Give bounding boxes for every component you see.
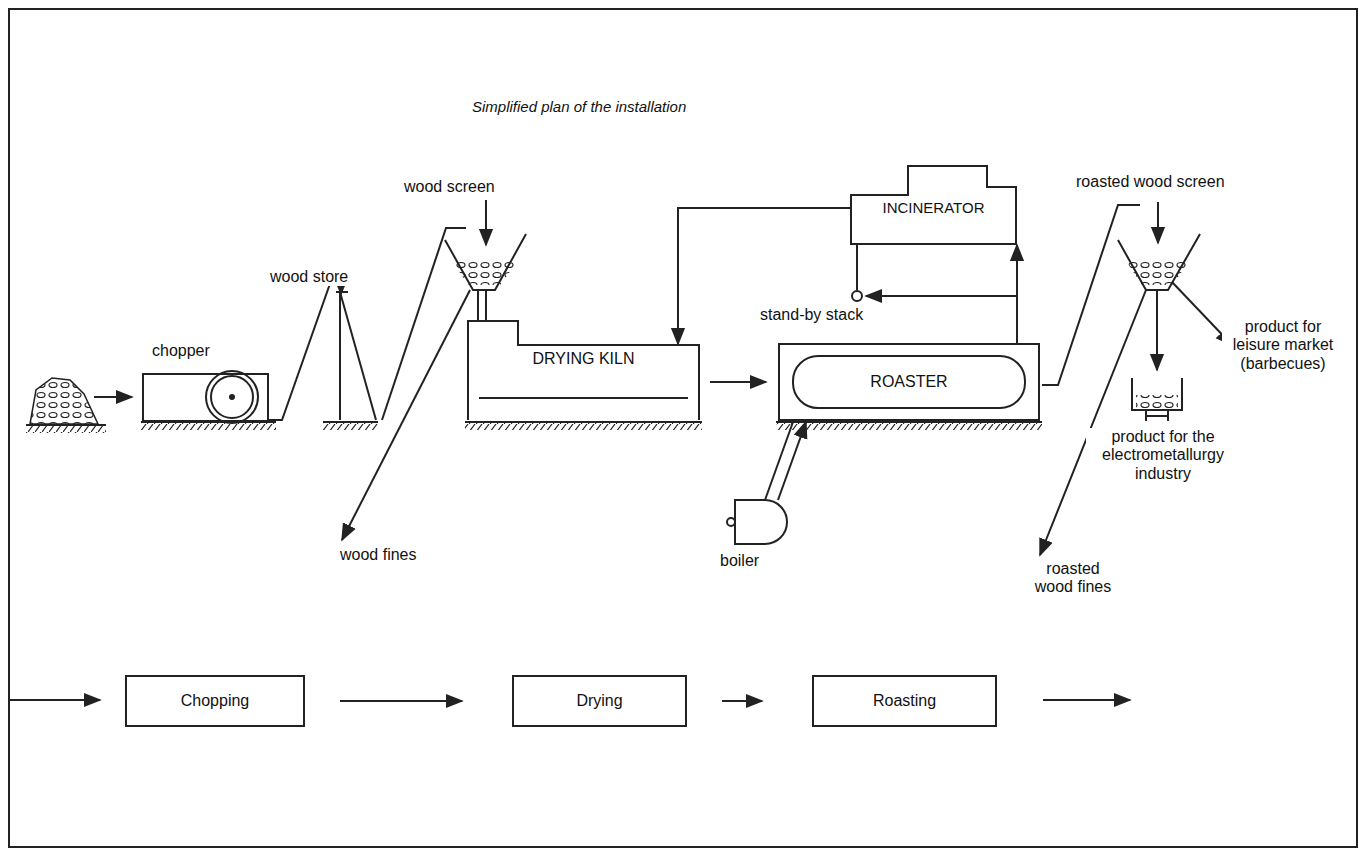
ground — [26, 422, 1042, 433]
wood-pile — [30, 378, 98, 424]
node-text: DRYING KILN — [533, 350, 635, 368]
wood-store — [336, 280, 376, 420]
node-text: ROASTER — [870, 373, 947, 391]
process-box: Roasting — [812, 675, 997, 727]
kiln-outline — [467, 320, 700, 421]
node-text: Drying — [576, 692, 622, 710]
part-label: wood screen — [402, 178, 497, 196]
flow-connector — [722, 700, 762, 702]
incinerator: INCINERATOR — [850, 165, 1017, 245]
flow-connector — [710, 381, 766, 383]
part-label: stand-by stack — [758, 306, 865, 324]
flow-connector — [1016, 245, 1018, 343]
roaster: ROASTER — [778, 343, 1040, 421]
node-text: INCINERATOR — [883, 199, 985, 216]
part-label: wood fines — [338, 546, 419, 564]
roasted-wood-screen-hopper — [1040, 202, 1232, 555]
boiler — [727, 422, 806, 544]
part-label: roasted wood screen — [1074, 173, 1227, 191]
part-label: product for leisure market (barbecues) — [1222, 318, 1344, 373]
conveyor — [1042, 205, 1140, 385]
chopper-machine — [143, 371, 268, 423]
part-label: wood store — [268, 268, 350, 286]
node-text: Roasting — [873, 692, 936, 710]
process-box: Chopping — [125, 675, 305, 727]
flow-connector — [340, 700, 462, 702]
part-label: product for the electrometallurgy indust… — [1086, 428, 1240, 483]
node-text: Chopping — [181, 692, 250, 710]
drying-kiln: DRYING KILN — [467, 320, 700, 421]
part-label: roasted wood fines — [1026, 560, 1120, 597]
part-label: boiler — [718, 552, 761, 570]
diagram-title: Simplified plan of the installation — [470, 98, 688, 115]
process-box: Drying — [512, 675, 687, 727]
conveyor — [268, 278, 342, 420]
part-label: chopper — [150, 342, 212, 360]
product-bucket — [1132, 378, 1182, 421]
